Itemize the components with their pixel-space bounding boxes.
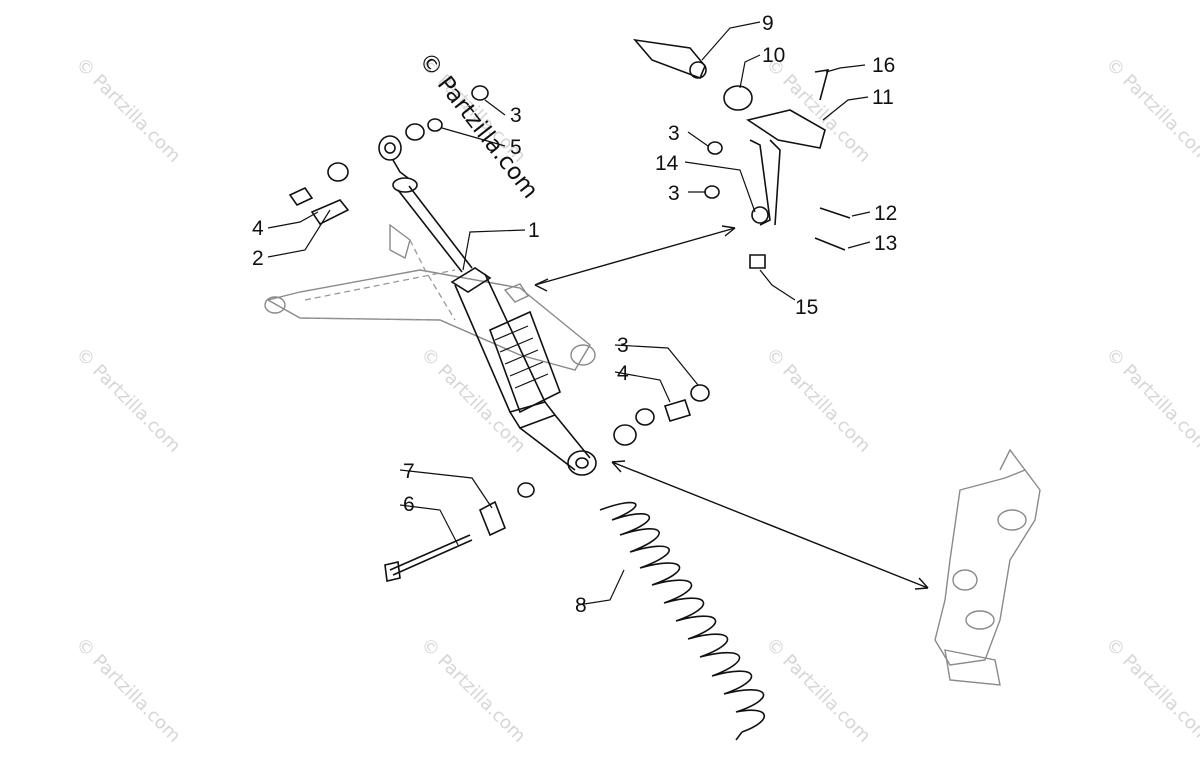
callout-16: 16 bbox=[872, 54, 895, 77]
callout-13: 13 bbox=[874, 232, 897, 255]
direction-arrows bbox=[534, 225, 929, 590]
callout-3: 3 bbox=[668, 182, 680, 205]
callout-12: 12 bbox=[874, 202, 897, 225]
callout-4: 4 bbox=[617, 362, 629, 385]
callout-6: 6 bbox=[403, 493, 415, 516]
coil-spring bbox=[599, 501, 765, 741]
callout-3: 3 bbox=[617, 334, 629, 357]
callout-9: 9 bbox=[762, 12, 774, 35]
watermark: © Partzilla.com bbox=[761, 634, 874, 747]
shock-absorber bbox=[378, 135, 597, 476]
callout-14: 14 bbox=[655, 152, 679, 175]
callout-1: 1 bbox=[528, 219, 540, 242]
callout-labels: 1 2 3 3 3 3 4 4 5 6 7 8 9 10 11 12 13 14… bbox=[252, 12, 897, 617]
watermark: © Partzilla.com bbox=[71, 344, 184, 457]
brand-watermark: © Partzilla.com bbox=[413, 48, 543, 204]
watermark: © Partzilla.com bbox=[416, 634, 529, 747]
watermark: © Partzilla.com bbox=[1101, 54, 1200, 167]
watermark: © Partzilla.com bbox=[71, 54, 184, 167]
callout-3: 3 bbox=[510, 104, 522, 127]
callout-3: 3 bbox=[668, 122, 680, 145]
callout-5: 5 bbox=[510, 136, 522, 159]
callout-2: 2 bbox=[252, 247, 264, 270]
callout-leaders bbox=[267, 21, 871, 606]
watermark-grid: © Partzilla.com © Partzilla.com © Partzi… bbox=[71, 54, 1200, 747]
callout-15: 15 bbox=[795, 296, 818, 319]
callout-11: 11 bbox=[872, 86, 894, 109]
watermark: © Partzilla.com bbox=[71, 634, 184, 747]
callout-8: 8 bbox=[575, 594, 587, 617]
top-mount-hardware bbox=[288, 85, 489, 226]
a-arm-ghost bbox=[264, 223, 596, 371]
spindle-ghost bbox=[934, 448, 1041, 686]
callout-4: 4 bbox=[252, 217, 264, 240]
callout-7: 7 bbox=[403, 460, 415, 483]
callout-10: 10 bbox=[762, 44, 785, 67]
watermark: © Partzilla.com bbox=[761, 344, 874, 457]
watermark: © Partzilla.com bbox=[1101, 634, 1200, 747]
bottom-mount-hardware bbox=[384, 384, 710, 582]
watermark: © Partzilla.com bbox=[761, 54, 874, 167]
sway-bar-link-assembly bbox=[633, 38, 851, 269]
watermark: © Partzilla.com bbox=[1101, 344, 1200, 457]
